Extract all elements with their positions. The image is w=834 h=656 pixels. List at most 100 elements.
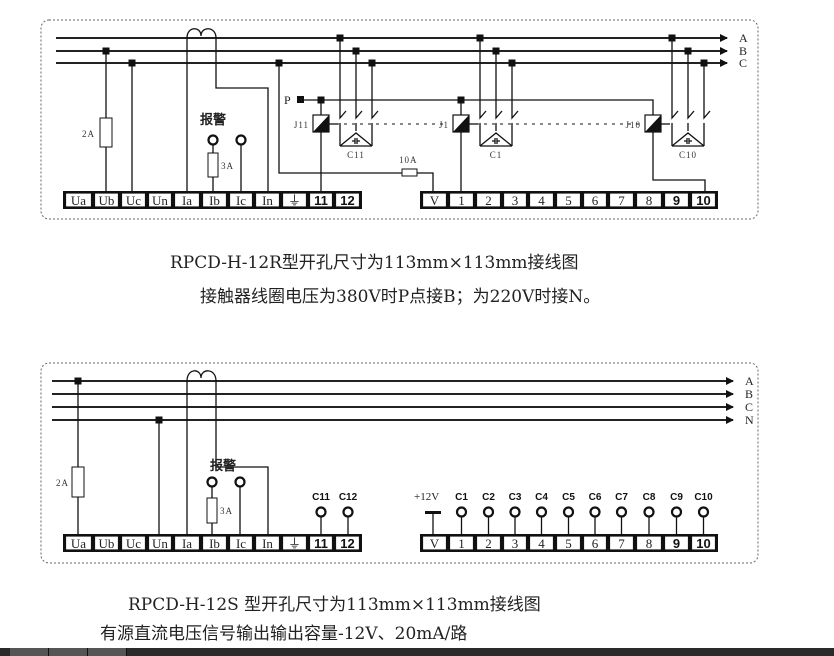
j10-return-wire bbox=[652, 132, 706, 192]
terminal-label-v: V bbox=[430, 536, 440, 551]
output-terminal bbox=[315, 506, 327, 518]
taskbar bbox=[0, 648, 834, 656]
output-c2: C2 bbox=[482, 492, 495, 535]
terminal-cell bbox=[281, 192, 308, 208]
output-label: C10 bbox=[694, 492, 713, 503]
alarm-terminal-1 bbox=[206, 476, 218, 488]
terminal-label-12: 12 bbox=[340, 193, 354, 208]
relay-label: J10 bbox=[625, 120, 641, 130]
terminal-label-9: 9 bbox=[673, 536, 680, 551]
terminal-cell bbox=[281, 535, 308, 551]
alarm-terminal-2 bbox=[234, 476, 246, 488]
taskbar-tab[interactable] bbox=[88, 648, 127, 656]
output-label: C1 bbox=[455, 492, 468, 503]
output-c5: C5 bbox=[562, 492, 575, 535]
capacitor-bank bbox=[479, 132, 513, 147]
terminal-cell bbox=[582, 535, 608, 551]
terminal-label-in: In bbox=[262, 193, 273, 208]
output-terminal bbox=[697, 506, 710, 518]
supply-bar bbox=[425, 511, 441, 514]
terminal-cell bbox=[663, 535, 690, 551]
terminal-label-ic: Ic bbox=[236, 536, 246, 551]
terminal-label-8: 8 bbox=[646, 193, 653, 208]
caption-title: RPCD-H-12R型开孔尺寸为113mm×113mm接线图 bbox=[170, 253, 579, 273]
capacitor-bank bbox=[671, 132, 705, 147]
terminal-cell bbox=[663, 192, 690, 208]
phase-label-n: N bbox=[745, 413, 754, 427]
fuse-3a bbox=[207, 152, 219, 178]
terminal-label-7: 7 bbox=[618, 193, 625, 208]
output-c1: C1 bbox=[455, 492, 468, 535]
output-label: C11 bbox=[312, 492, 330, 503]
terminal-label-2: 2 bbox=[485, 193, 492, 208]
taskbar-tab[interactable] bbox=[49, 648, 88, 656]
output-label: C9 bbox=[670, 492, 683, 503]
output-terminal bbox=[455, 506, 468, 518]
output-label: C12 bbox=[339, 492, 358, 503]
v-supply-wire bbox=[278, 63, 434, 192]
terminal-label-3: 3 bbox=[512, 536, 519, 551]
terminal-label-5: 5 bbox=[565, 536, 572, 551]
terminal-label-12: 12 bbox=[340, 536, 354, 551]
terminal-label-1: 1 bbox=[458, 193, 465, 208]
output-label: C8 bbox=[643, 492, 656, 503]
diagram-frame bbox=[40, 362, 759, 564]
output-label: C7 bbox=[615, 492, 628, 503]
contact-switch bbox=[339, 38, 347, 146]
terminal-label-un: Un bbox=[152, 536, 168, 551]
contact-switch bbox=[371, 63, 379, 146]
terminal-label-9: 9 bbox=[673, 193, 680, 208]
terminal-cell bbox=[334, 192, 361, 208]
relay-coil-fill bbox=[645, 115, 661, 132]
output-c11: C11 bbox=[312, 492, 330, 535]
terminal-label-ua: Ua bbox=[71, 536, 86, 551]
relay-coil-fill bbox=[313, 115, 329, 132]
contact-switch bbox=[687, 51, 695, 131]
terminal-cell bbox=[93, 192, 120, 208]
taskbar-tab[interactable] bbox=[10, 648, 49, 656]
output-terminal bbox=[589, 506, 601, 518]
terminal-label-6: 6 bbox=[592, 193, 599, 208]
output-terminal bbox=[670, 506, 683, 518]
output-c3: C3 bbox=[509, 492, 522, 535]
terminal-label-7: 7 bbox=[618, 536, 625, 551]
capacitor-label: C1 bbox=[490, 150, 503, 160]
terminal-cell bbox=[147, 192, 173, 208]
terminal-label-3: 3 bbox=[512, 193, 519, 208]
phase-label-c: C bbox=[739, 56, 747, 70]
output-label: C5 bbox=[562, 492, 575, 503]
diagram-frame bbox=[40, 19, 759, 220]
terminal-label-ib: Ib bbox=[209, 193, 220, 208]
terminal-cell bbox=[608, 535, 635, 551]
terminal-cell bbox=[254, 192, 281, 208]
terminal-label-ic: Ic bbox=[236, 193, 246, 208]
terminal-label-in: In bbox=[262, 536, 273, 551]
phase-label-b: B bbox=[739, 44, 747, 58]
terminal-cell bbox=[147, 535, 173, 551]
terminal-cell bbox=[64, 535, 93, 551]
output-terminal bbox=[482, 506, 495, 518]
terminal-cell bbox=[228, 535, 254, 551]
terminal-cell bbox=[528, 535, 555, 551]
terminal-label-ground: ⏚ bbox=[288, 536, 301, 551]
terminal-cell bbox=[334, 535, 361, 551]
terminal-label-5: 5 bbox=[565, 193, 572, 208]
output-terminal bbox=[562, 506, 575, 518]
fuse-2a bbox=[99, 117, 113, 148]
phase-label-a: A bbox=[745, 374, 754, 388]
terminal-cell bbox=[475, 192, 502, 208]
terminal-label-8: 8 bbox=[646, 536, 653, 551]
alarm-label: 报警 bbox=[210, 458, 236, 474]
terminal-cell bbox=[201, 535, 228, 551]
current-transformer-loop bbox=[186, 370, 269, 535]
terminal-label-ib: Ib bbox=[209, 536, 220, 551]
terminal-cell bbox=[120, 535, 147, 551]
fuse-3a bbox=[206, 497, 218, 524]
relay-label: J1 bbox=[439, 120, 449, 130]
terminal-cell bbox=[690, 535, 717, 551]
capacitor-label: C11 bbox=[347, 150, 365, 160]
fuse-10a bbox=[401, 168, 418, 177]
